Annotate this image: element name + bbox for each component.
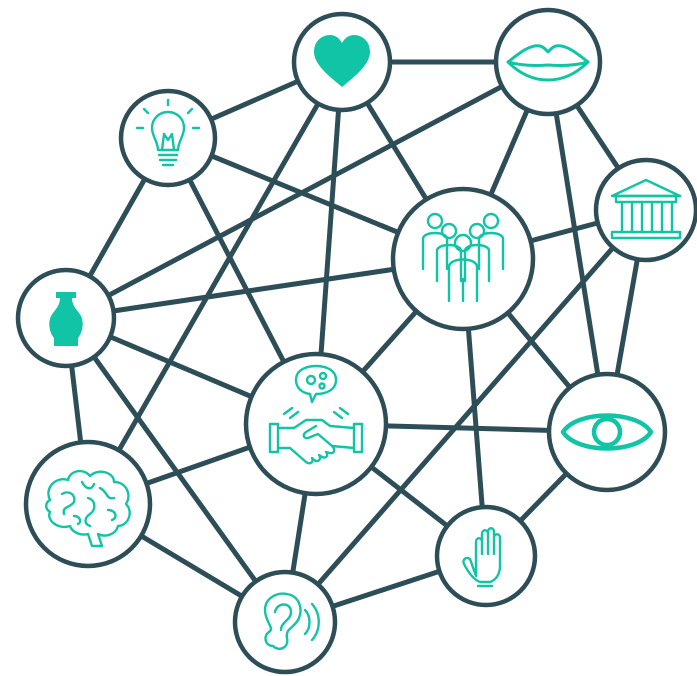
lips-icon: [506, 44, 590, 82]
node-bulb: [118, 88, 218, 188]
edge-vase-ear: [63, 315, 288, 625]
node-vase: [15, 267, 117, 369]
heart-icon: [314, 35, 370, 87]
node-heart: [291, 11, 393, 113]
node-people: [390, 186, 536, 332]
node-brain: [23, 439, 153, 569]
node-temple: [593, 157, 697, 263]
people-group-icon: [421, 212, 505, 303]
node-hand: [434, 504, 538, 608]
brain-icon: [45, 469, 131, 548]
eye-icon: [560, 413, 654, 451]
handshake-icon: [268, 364, 364, 465]
lightbulb-icon: [135, 98, 201, 167]
node-ear: [232, 569, 338, 675]
ear-icon: [263, 592, 320, 650]
edge-heart-brain: [85, 59, 345, 507]
edge-temple-ear: [282, 207, 649, 625]
hand-icon: [462, 527, 502, 588]
temple-icon: [610, 178, 682, 240]
node-lips: [493, 7, 603, 117]
edge-lips-eye: [545, 59, 610, 435]
node-handshake: [243, 351, 389, 497]
vase-icon: [49, 292, 83, 346]
node-eye: [546, 371, 668, 493]
edge-lips-vase: [63, 59, 551, 321]
